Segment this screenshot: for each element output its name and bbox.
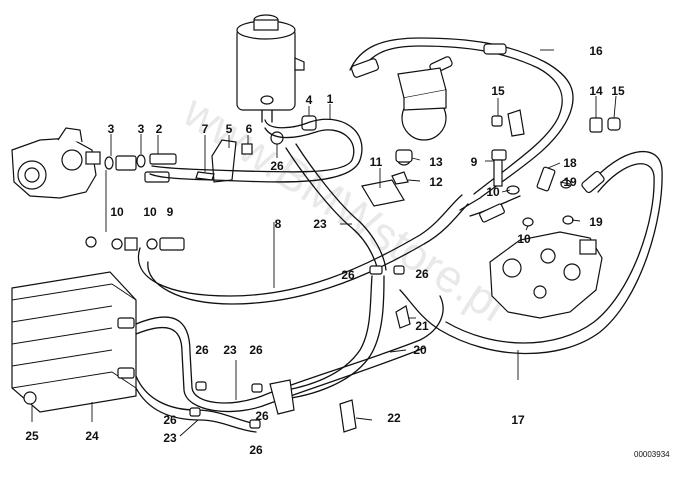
steering-gear	[489, 231, 603, 319]
hose-16-outer	[359, 45, 563, 195]
callout-1: 1	[327, 92, 334, 106]
callout-14: 14	[589, 84, 603, 98]
hose-8-outer	[147, 203, 469, 305]
callout-21: 21	[415, 319, 429, 333]
callout-23b: 23	[223, 343, 237, 357]
leader-lines	[31, 49, 617, 437]
reference-number: 00003934	[634, 450, 670, 459]
callout-6: 6	[246, 122, 253, 136]
callout-18: 18	[563, 156, 577, 170]
callout-16: 16	[589, 44, 603, 58]
callout-9b: 9	[471, 155, 478, 169]
callout-12: 12	[429, 175, 443, 189]
callout-13: 13	[429, 155, 443, 169]
hose-23-upper-outer	[295, 143, 387, 271]
fluid-reservoir	[236, 14, 305, 123]
hose-17-outer	[445, 163, 655, 344]
hose-17	[399, 151, 663, 355]
hose-17-fitting	[581, 170, 605, 194]
callout-17: 17	[511, 413, 525, 427]
callout-25: 25	[25, 429, 39, 443]
callout-26h: 26	[255, 409, 269, 423]
callout-10b: 10	[143, 205, 157, 219]
callout-3b: 3	[138, 122, 145, 136]
hose-20	[135, 295, 444, 404]
callout-19a: 19	[563, 175, 577, 189]
callout-23c: 23	[163, 431, 177, 445]
callout-26a: 26	[270, 159, 284, 173]
callout-7: 7	[202, 122, 209, 136]
hose-center-drop	[271, 275, 373, 393]
callout-8: 8	[275, 217, 282, 231]
callout-26c: 26	[415, 267, 429, 281]
hose-1-outer	[151, 127, 355, 173]
hose-center-drop-outer	[275, 275, 385, 401]
oil-cooler	[11, 271, 137, 413]
hose-clamps	[189, 265, 405, 429]
callout-10d: 10	[517, 232, 531, 246]
small-valves	[491, 109, 621, 137]
callout-23a: 23	[313, 217, 327, 231]
callout-10a: 10	[110, 205, 124, 219]
callout-15b: 15	[611, 84, 625, 98]
clamp-parts	[361, 149, 413, 207]
callout-15a: 15	[491, 84, 505, 98]
hose-23-upper	[285, 147, 379, 271]
callout-3a: 3	[108, 122, 115, 136]
pressure-accumulator	[397, 67, 447, 141]
callout-11: 11	[370, 155, 383, 169]
callout-26b: 26	[341, 268, 355, 282]
callout-2: 2	[156, 122, 163, 136]
callout-22: 22	[387, 411, 401, 425]
callout-26g: 26	[249, 443, 263, 457]
callouts: 1 4 2 3 3 7 5 6 26 10 10 9 8 23 11 13 12…	[25, 44, 625, 457]
callout-10c: 10	[486, 185, 500, 199]
hose-16	[349, 37, 574, 211]
steering-pump	[11, 127, 101, 199]
pump-fittings	[85, 153, 185, 251]
callout-24: 24	[85, 429, 99, 443]
callout-4: 4	[306, 93, 313, 107]
callout-26e: 26	[249, 343, 263, 357]
part-21	[395, 305, 411, 329]
callout-9a: 9	[167, 205, 174, 219]
callout-5: 5	[226, 122, 233, 136]
callout-26f: 26	[163, 413, 177, 427]
callout-19b: 19	[589, 215, 603, 229]
hose-23-lower-outer	[135, 387, 257, 433]
banjo-fittings-right	[469, 149, 574, 227]
bracket-parts	[195, 115, 317, 183]
callout-20: 20	[413, 343, 427, 357]
hose-1	[149, 118, 363, 183]
callout-26d: 26	[195, 343, 209, 357]
part-22	[339, 399, 357, 433]
